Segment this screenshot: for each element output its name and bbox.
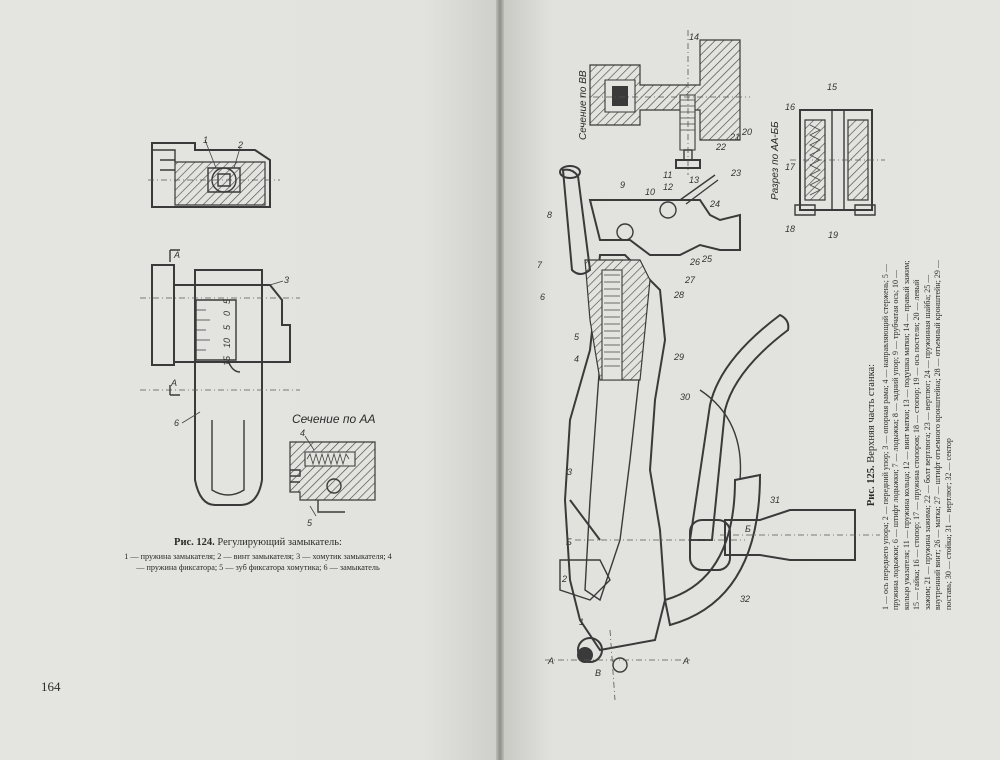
- page-number: 164: [41, 679, 61, 694]
- label-6: 6: [174, 418, 179, 428]
- label-r8: 8: [547, 210, 552, 220]
- label-r2: 2: [561, 574, 567, 584]
- section-aabb-title: Разрез по АА-ББ: [770, 121, 781, 200]
- caption-legend-125: 1 — ось переднего упора; 2 — передний уп…: [880, 260, 953, 610]
- closer-top-view-drawing: [0, 0, 498, 760]
- label-r18: 18: [785, 224, 795, 234]
- label-r9: 9: [620, 180, 625, 190]
- caption-heading: Рис. 124. Регулирующий замыкатель:: [122, 537, 394, 548]
- label-r21: 21: [729, 132, 740, 142]
- figure-125-caption: Рис. 125. Верхняя часть станка: 1 — ось …: [866, 260, 954, 610]
- label-r31: 31: [770, 495, 780, 505]
- caption-number: Рис. 124.: [174, 537, 215, 548]
- label-r4: 4: [574, 354, 579, 364]
- label-2: 2: [237, 140, 243, 150]
- caption-heading-125: Рис. 125. Верхняя часть станка:: [866, 260, 878, 610]
- label-r28: 28: [673, 290, 684, 300]
- label-r3: 3: [567, 467, 572, 477]
- label-a-top: А: [173, 250, 180, 260]
- label-r15: 15: [827, 82, 838, 92]
- figure-124-caption: Рис. 124. Регулирующий замыкатель: 1 — п…: [122, 537, 394, 573]
- book-gutter: [496, 0, 504, 760]
- label-r17: 17: [785, 162, 796, 172]
- section-bb-title: Сечение по ВВ: [578, 70, 589, 140]
- label-r12: 12: [663, 182, 673, 192]
- scale-mark-5b: 5: [222, 298, 232, 304]
- section-aa-title: Сечение по АА: [292, 412, 376, 426]
- label-3: 3: [284, 275, 289, 285]
- scale-mark-15: 15: [222, 355, 232, 366]
- label-r13: 13: [689, 175, 699, 185]
- scale-mark-10: 10: [222, 338, 232, 348]
- left-figure-labels: 1 2 3 4 5 6 А А 15 10 5 0 5: [170, 135, 313, 528]
- caption-title-125: Верхняя часть станка:: [866, 363, 877, 463]
- label-r32: 32: [740, 594, 750, 604]
- label-r26: 26: [689, 257, 700, 267]
- label-r27: 27: [684, 275, 696, 285]
- section-aa-drawing: [0, 0, 498, 760]
- label-r16: 16: [785, 102, 795, 112]
- caption-legend: 1 — пружина замыкателя; 2 — винт замыкат…: [124, 552, 392, 572]
- label-r30: 30: [680, 392, 690, 402]
- label-rb-right: Б: [745, 524, 751, 534]
- label-r10: 10: [645, 187, 655, 197]
- label-r7: 7: [537, 260, 543, 270]
- label-ra-right: А: [682, 656, 689, 666]
- label-r29: 29: [673, 352, 684, 362]
- label-r11: 11: [663, 170, 672, 180]
- scale-mark-0: 0: [222, 311, 232, 316]
- label-4: 4: [300, 428, 305, 438]
- caption-title: Регулирующий замыкатель:: [217, 537, 342, 548]
- scale-mark-5: 5: [222, 324, 232, 330]
- label-r24: 24: [709, 199, 720, 209]
- label-5: 5: [307, 518, 313, 528]
- label-ra-left: А: [547, 656, 554, 666]
- label-r22: 22: [715, 142, 726, 152]
- left-page: [0, 0, 498, 760]
- label-r5: 5: [574, 332, 580, 342]
- label-1: 1: [203, 135, 208, 145]
- right-page: [502, 0, 1000, 760]
- caption-number-125: Рис. 125.: [866, 465, 877, 507]
- label-r20: 20: [741, 127, 752, 137]
- label-r19: 19: [828, 230, 838, 240]
- closer-side-view-drawing: [0, 0, 498, 760]
- label-rv: В: [595, 668, 601, 678]
- label-rb-left: Б: [566, 537, 572, 547]
- label-r25: 25: [701, 254, 713, 264]
- label-r14: 14: [689, 32, 699, 42]
- label-r23: 23: [730, 168, 741, 178]
- label-r6: 6: [540, 292, 545, 302]
- label-r1: 1: [579, 617, 584, 627]
- label-a-bottom: А: [170, 378, 177, 388]
